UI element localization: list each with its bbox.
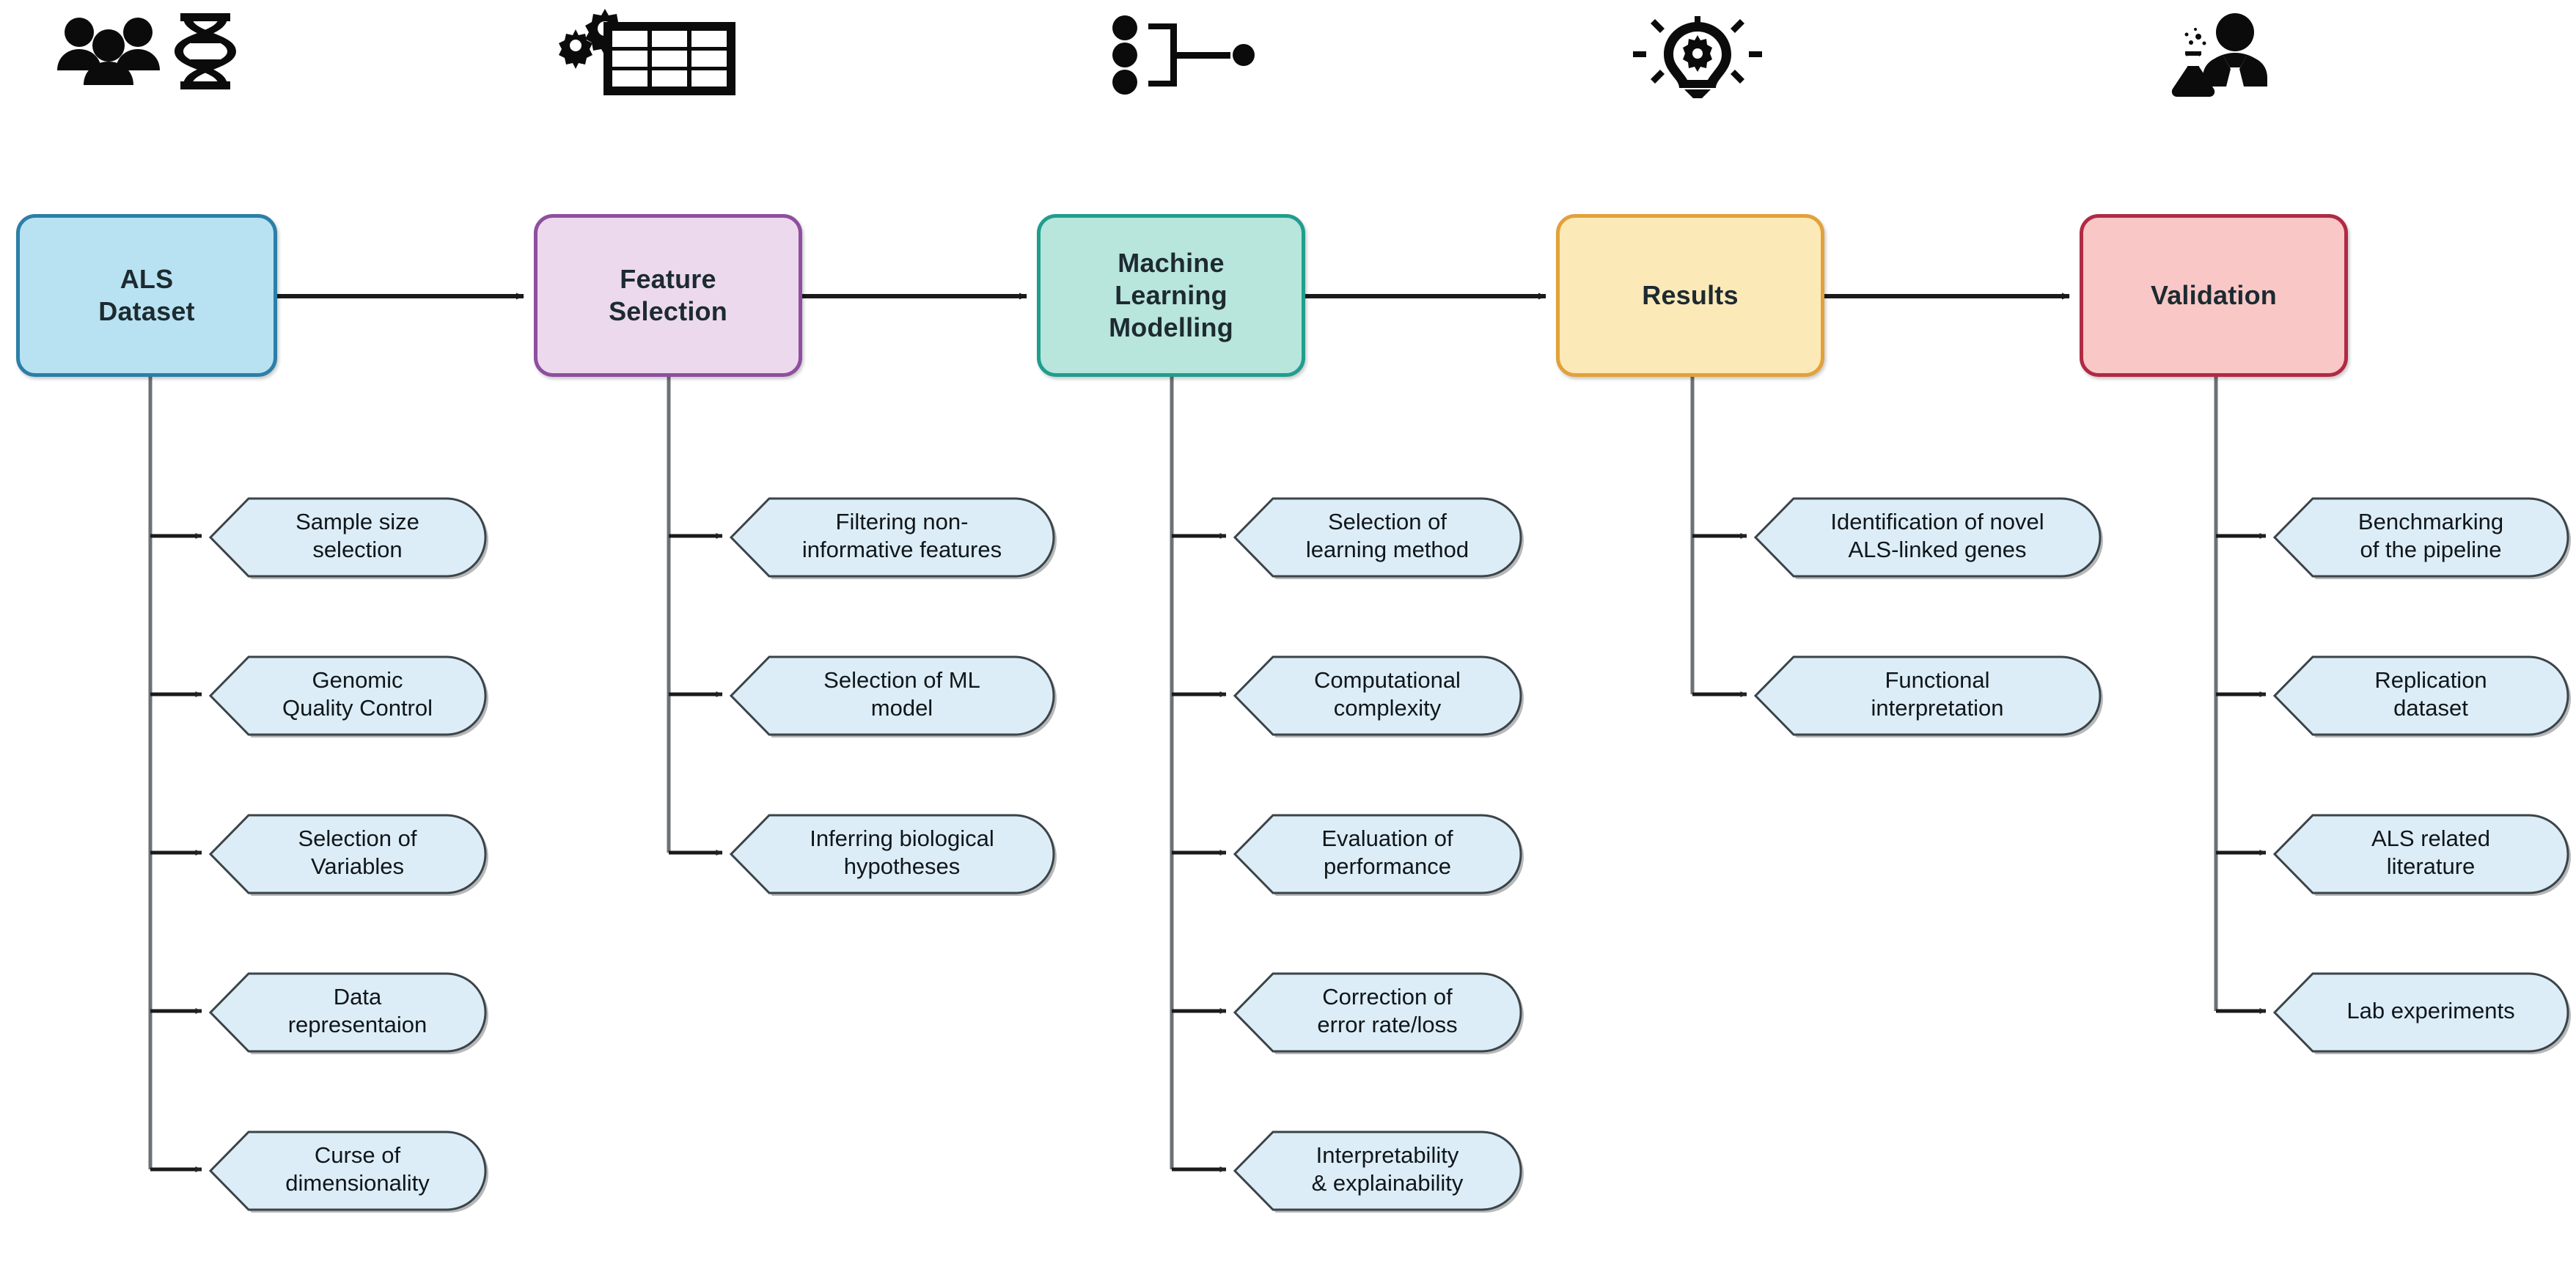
subitem-shape [1753,497,2103,579]
subitem-shape [729,497,1057,579]
subitem-shape [1233,1131,1524,1213]
stage-box-ml-modelling[interactable]: Machine Learning Modelling [1037,214,1305,377]
subitem-feature-selection-1[interactable]: Selection of ML model [729,655,1057,738]
people-dna-icon [51,7,242,95]
subitem-als-dataset-1[interactable]: Genomic Quality Control [208,655,488,738]
decision-tree-icon [1107,15,1261,95]
subitem-results-1[interactable]: Functional interpretation [1753,655,2103,738]
subitem-shape [208,814,488,896]
gears-table-icon [554,6,744,98]
stage-box-als-dataset[interactable]: ALS Dataset [16,214,277,377]
stage-label-ml-modelling: Machine Learning Modelling [1109,248,1233,342]
subitem-validation-0[interactable]: Benchmarking of the pipeline [2272,497,2571,579]
subitem-als-dataset-2[interactable]: Selection of Variables [208,814,488,896]
subitem-feature-selection-2[interactable]: Inferring biological hypotheses [729,814,1057,896]
subitem-shape [1233,655,1524,738]
subitem-results-0[interactable]: Identification of novel ALS-linked genes [1753,497,2103,579]
subitem-als-dataset-4[interactable]: Curse of dimensionality [208,1131,488,1213]
scientist-flask-icon [2147,10,2294,98]
subitem-shape [729,814,1057,896]
subitem-validation-2[interactable]: ALS related literature [2272,814,2571,896]
subitem-ml-modelling-1[interactable]: Computational complexity [1233,655,1524,738]
subitem-als-dataset-0[interactable]: Sample size selection [208,497,488,579]
stage-label-als-dataset: ALS Dataset [98,264,195,326]
subitem-shape [208,655,488,738]
subitem-shape [1233,497,1524,579]
stage-label-validation: Validation [2150,280,2278,311]
stage-box-validation[interactable]: Validation [2080,214,2348,377]
subitem-shape [1753,655,2103,738]
subitem-shape [2272,814,2571,896]
subitem-shape [1233,814,1524,896]
subitem-als-dataset-3[interactable]: Data representaion [208,972,488,1054]
subitem-ml-modelling-3[interactable]: Correction of error rate/loss [1233,972,1524,1054]
stage-box-feature-selection[interactable]: Feature Selection [534,214,802,377]
subitem-shape [2272,972,2571,1054]
subitem-shape [208,1131,488,1213]
stage-box-results[interactable]: Results [1556,214,1824,377]
subitem-validation-3[interactable]: Lab experiments [2272,972,2571,1054]
lightbulb-gear-icon [1624,10,1771,98]
subitem-ml-modelling-4[interactable]: Interpretability & explainability [1233,1131,1524,1213]
subitem-validation-1[interactable]: Replication dataset [2272,655,2571,738]
subitem-ml-modelling-0[interactable]: Selection of learning method [1233,497,1524,579]
subitem-shape [208,972,488,1054]
subitem-ml-modelling-2[interactable]: Evaluation of performance [1233,814,1524,896]
subitem-shape [2272,655,2571,738]
stage-label-results: Results [1642,280,1739,311]
subitem-shape [729,655,1057,738]
subitem-shape [1233,972,1524,1054]
stage-label-feature-selection: Feature Selection [609,264,727,326]
subitem-feature-selection-0[interactable]: Filtering non- informative features [729,497,1057,579]
subitem-shape [208,497,488,579]
subitem-shape [2272,497,2571,579]
